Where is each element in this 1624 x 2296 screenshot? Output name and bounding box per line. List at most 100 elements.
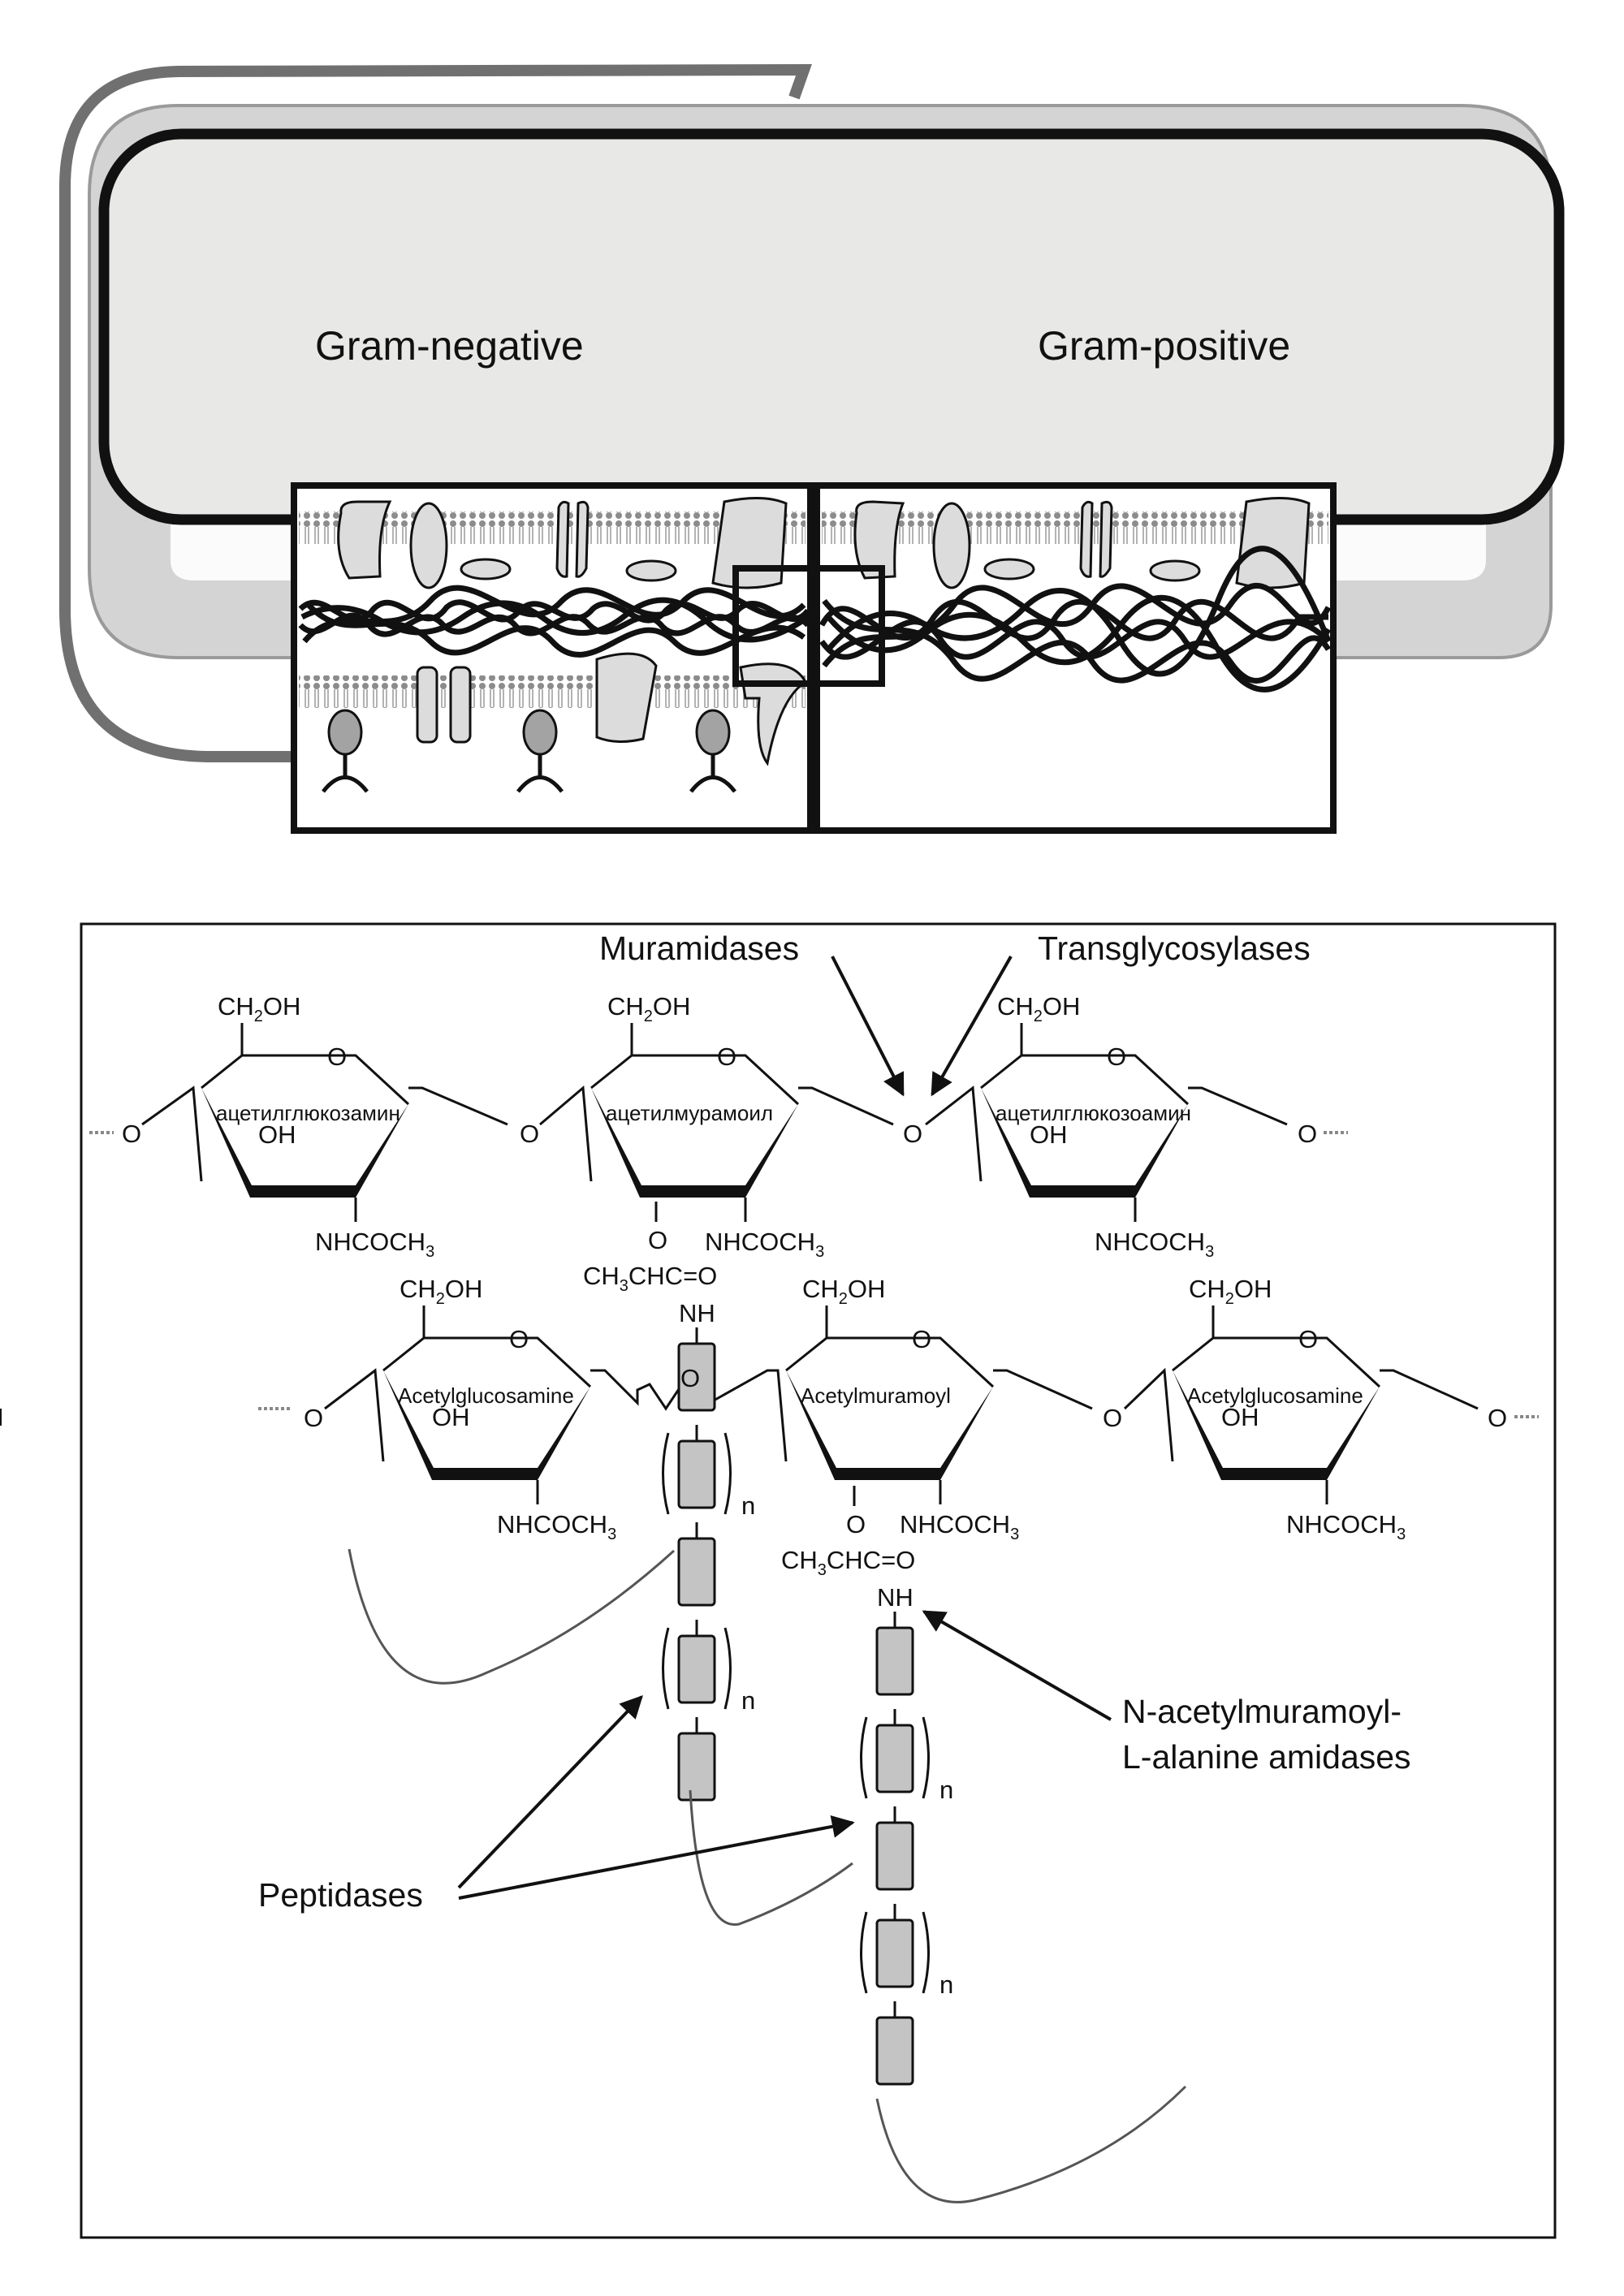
outer-membrane xyxy=(299,675,806,708)
chemistry-structure: OCH2OHOHацетилглюкозаминNHCOCH3OCH2OHOHа… xyxy=(0,992,1539,2203)
glycosidic-bond xyxy=(324,1368,385,1462)
hydroxyl-group: OH xyxy=(1030,1120,1068,1149)
membrane-proteins xyxy=(337,496,807,766)
gram-positive-label: Gram-positive xyxy=(1038,323,1290,369)
repeat-bracket-open xyxy=(860,1911,868,1994)
ring-oxygen: O xyxy=(912,1325,931,1353)
glycosidic-oxygen: O xyxy=(1298,1120,1317,1148)
glycosidic-oxygen: O xyxy=(122,1120,141,1148)
repeat-bracket-close xyxy=(723,1627,732,1710)
ring-top-edge xyxy=(201,1054,410,1106)
ring-oxygen: O xyxy=(327,1042,347,1071)
nhcoch3-group: NHCOCH3 xyxy=(1286,1510,1406,1543)
ch2oh-group: CH2OH xyxy=(1189,1275,1272,1308)
glycosidic-bond xyxy=(798,1086,894,1126)
peptide-crosslink xyxy=(689,1789,853,1927)
amino-acid-residue xyxy=(875,2016,914,2086)
glycan-crosslink xyxy=(348,1548,676,1685)
repeat-count: n xyxy=(939,1970,953,1999)
glycosidic-oxygen: O xyxy=(903,1120,922,1148)
gram-positive-envelope xyxy=(814,482,1337,834)
gram-negative-frame xyxy=(291,482,814,834)
glycosidic-bond xyxy=(925,1085,983,1182)
repeat-bracket-open xyxy=(662,1432,670,1515)
transglycosylases-label: Transglycosylases xyxy=(1038,930,1311,967)
glycosidic-bond xyxy=(141,1085,203,1182)
amino-acid-residue xyxy=(677,1439,716,1509)
lactyl-group: CH3CHC=O xyxy=(781,1546,915,1579)
nhcoch3-group: NHCOCH3 xyxy=(497,1510,616,1543)
glycosidic-oxygen: O xyxy=(1103,1404,1122,1432)
sugar-name: Acetylglucosamine xyxy=(398,1383,574,1408)
amino-acid-residue xyxy=(875,1918,914,1988)
nhcoch3-group: NHCOCH3 xyxy=(900,1510,1019,1543)
glycosidic-bond xyxy=(408,1086,508,1126)
muramidases-label: Muramidases xyxy=(599,930,799,967)
ring-oxygen: O xyxy=(1107,1042,1126,1071)
glycosidic-bond xyxy=(590,1369,788,1462)
repeat-bracket-close xyxy=(723,1432,732,1515)
amidases-label-line2: L-alanine amidases xyxy=(1122,1738,1411,1776)
ring-oxygen: O xyxy=(717,1042,736,1071)
sugar-name: Acetylmuramoyl xyxy=(801,1383,951,1408)
lactyl-group: CH3CHC=O xyxy=(583,1262,717,1295)
lactyl-oxygen: O xyxy=(648,1226,667,1254)
lps-tails xyxy=(322,755,736,793)
amino-acid-residue xyxy=(677,1537,716,1607)
amino-acid-residue xyxy=(875,1724,914,1793)
nhcoch3-group: NHCOCH3 xyxy=(1095,1228,1214,1261)
chemistry-panel-frame xyxy=(80,922,1557,2239)
sugar-name: Acetylglucosamine xyxy=(1187,1383,1363,1408)
nhcoch3-group: NHCOCH3 xyxy=(315,1228,434,1261)
zoom-box xyxy=(732,565,885,687)
hydroxyl-group: OH xyxy=(258,1120,296,1149)
glycosidic-bond xyxy=(993,1369,1093,1410)
peptidoglycan-mesh xyxy=(298,546,1332,693)
muramidases-arrow xyxy=(831,956,905,1097)
ch2oh-group: CH2OH xyxy=(607,992,690,1025)
glycosidic-bond xyxy=(1380,1369,1479,1410)
gram-negative-envelope xyxy=(291,482,814,834)
repeat-bracket-close xyxy=(922,1911,930,1994)
peptidases-label: Peptidases xyxy=(258,1876,423,1914)
repeat-bracket-close xyxy=(922,1716,930,1799)
ring-top-edge xyxy=(590,1054,800,1106)
glycosidic-oxygen: O xyxy=(1488,1404,1507,1432)
sugar-name: ацетилмурамоил xyxy=(606,1101,773,1125)
ring-top-edge xyxy=(382,1336,592,1388)
glycosidic-bond xyxy=(1188,1086,1288,1126)
repeat-count: n xyxy=(741,1491,755,1520)
glycosidic-oxygen: O xyxy=(304,1404,323,1432)
ch2oh-group: CH2OH xyxy=(218,992,300,1025)
ring-top-edge xyxy=(1172,1336,1381,1388)
hydroxyl-group: OH xyxy=(0,1403,4,1431)
peptide-tail xyxy=(875,2085,1187,2203)
repeat-bracket-open xyxy=(860,1716,868,1799)
ch2oh-group: CH2OH xyxy=(400,1275,482,1308)
sugar-name: ацетилглюкозоамин xyxy=(996,1101,1191,1125)
repeat-count: n xyxy=(741,1686,755,1715)
amino-acid-residue xyxy=(677,1732,716,1802)
glycosidic-oxygen: O xyxy=(520,1120,539,1148)
amino-acid-residue xyxy=(875,1626,914,1696)
repeat-bracket-open xyxy=(662,1627,670,1710)
amino-acid-residue xyxy=(677,1634,716,1704)
amidases-label-line1: N-acetylmuramoyl- xyxy=(1122,1693,1402,1730)
ring-top-edge xyxy=(785,1336,995,1388)
nhcoch3-group: NHCOCH3 xyxy=(705,1228,824,1261)
lipopolysaccharides xyxy=(327,709,731,756)
hydroxyl-group: OH xyxy=(432,1403,470,1431)
ring-oxygen-overlap: O xyxy=(680,1364,700,1392)
ch2oh-group: CH2OH xyxy=(997,992,1080,1025)
peptidases-arrow-lower xyxy=(458,1815,855,1900)
outer-membrane-line xyxy=(59,63,812,762)
amino-acid-residue xyxy=(875,1821,914,1891)
ring-oxygen: O xyxy=(509,1325,529,1353)
glycosidic-bond xyxy=(1123,1367,1174,1462)
amino-acid-residue xyxy=(677,1342,716,1412)
ring-top-edge xyxy=(980,1054,1190,1106)
cell-schematic: Gram-negative Gram-positive xyxy=(59,63,1565,834)
ch2oh-group: CH2OH xyxy=(802,1275,885,1308)
transglycosylases-arrow xyxy=(931,956,1013,1097)
